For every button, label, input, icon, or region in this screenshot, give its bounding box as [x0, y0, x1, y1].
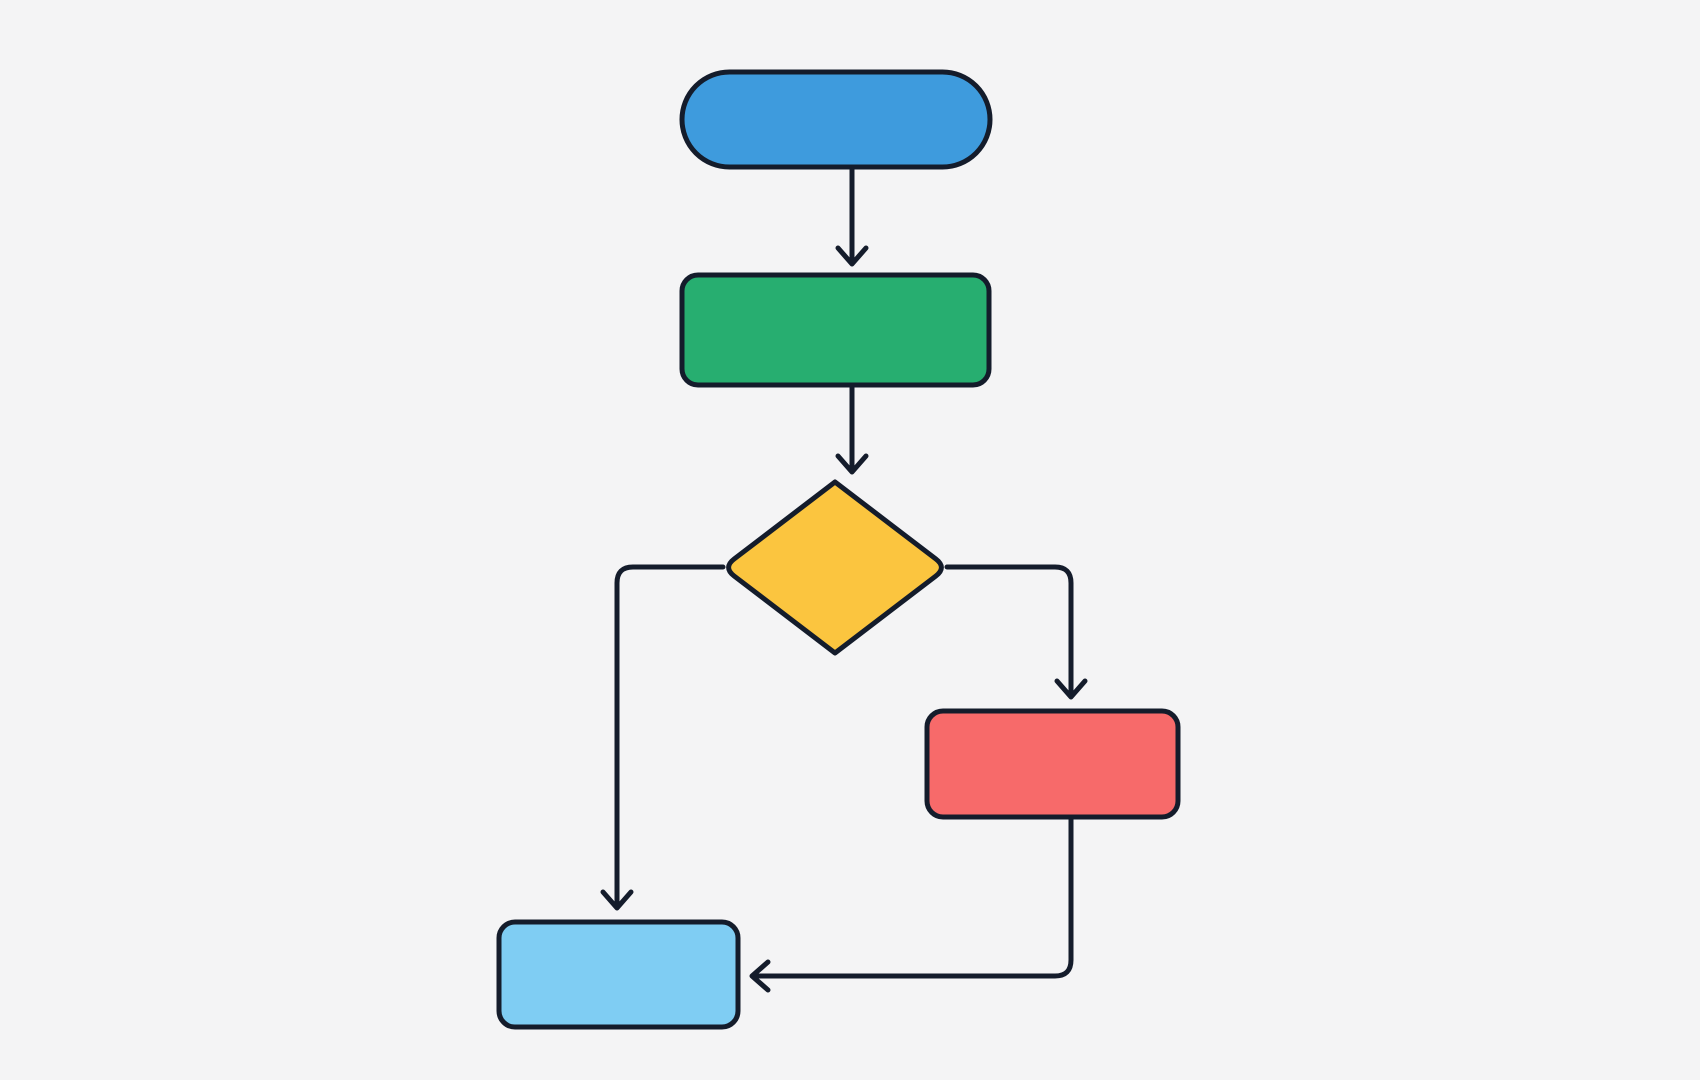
node-alternate[interactable] [924, 708, 1181, 820]
arrow-head-icon [749, 959, 771, 993]
edge-start-to-process [835, 164, 869, 267]
node-decision-shape[interactable] [726, 479, 944, 656]
node-decision[interactable] [726, 479, 944, 656]
edge-alternate-to-end [749, 814, 1074, 993]
edge-decision-to-end [600, 564, 726, 911]
node-start[interactable] [679, 69, 993, 170]
node-process-shape[interactable] [679, 272, 992, 388]
node-end-shape[interactable] [496, 919, 741, 1030]
edge-layer [600, 164, 1088, 993]
arrow-head-icon [835, 453, 869, 475]
edge-line [614, 564, 726, 909]
node-start-shape[interactable] [679, 69, 993, 170]
arrow-head-icon [600, 889, 634, 911]
edge-decision-to-alternate [944, 564, 1088, 700]
edge-line [751, 814, 1074, 979]
node-layer [496, 69, 1181, 1030]
arrow-head-icon [835, 245, 869, 267]
arrow-head-icon [1054, 678, 1088, 700]
node-end[interactable] [496, 919, 741, 1030]
node-process[interactable] [679, 272, 992, 388]
node-alternate-shape[interactable] [924, 708, 1181, 820]
edge-process-to-decision [835, 382, 869, 475]
edge-line [944, 564, 1074, 698]
